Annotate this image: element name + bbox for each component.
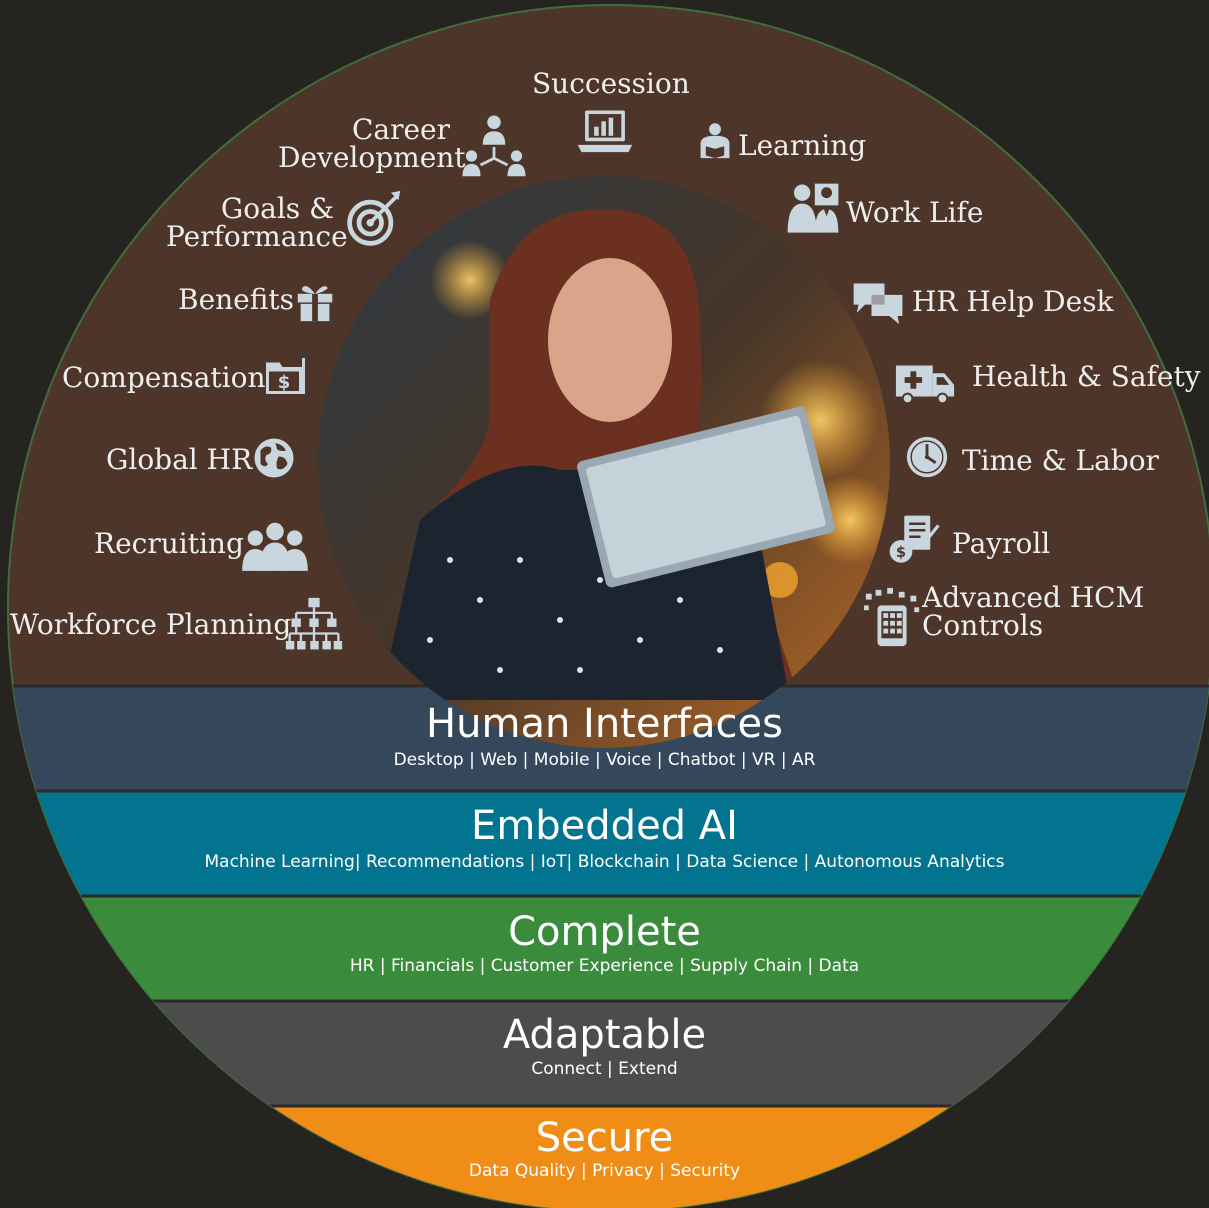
target-icon <box>344 189 404 249</box>
module-label-work-life: Work Life <box>846 199 986 227</box>
module-label-succession: Succession <box>532 67 690 100</box>
module-label-compensation: Compensation <box>62 361 266 394</box>
svg-text:$: $ <box>896 544 906 561</box>
chat-bubbles-icon <box>852 277 904 329</box>
band-title-embedded-ai: Embedded AI <box>471 803 738 849</box>
module-label-benefits: Benefits <box>178 283 295 316</box>
band-title-secure: Secure <box>535 1115 674 1161</box>
module-label-line: Controls <box>922 609 1044 642</box>
photo-woman-with-tablet <box>318 176 890 748</box>
module-label-line: Workforce Planning <box>10 608 292 641</box>
band-subtitle-secure: Data Quality | Privacy | Security <box>468 1161 741 1181</box>
module-label-line: Development <box>278 141 466 174</box>
module-label-line: Benefits <box>178 283 295 316</box>
band-subtitle-complete: HR | Financials | Customer Experience | … <box>349 956 860 976</box>
module-label-recruiting: Recruiting <box>94 527 244 560</box>
module-label-line: Goals & <box>220 192 334 225</box>
module-label-line: HR Help Desk <box>912 285 1114 318</box>
svg-text:$: $ <box>278 372 291 393</box>
laptop-chart-icon <box>576 105 634 163</box>
module-label-line: Health & Safety <box>972 360 1201 393</box>
module-label-workforce: Workforce Planning <box>10 608 292 641</box>
band-title-complete: Complete <box>508 909 701 955</box>
module-label-line: Performance <box>166 220 348 253</box>
module-label-line: Recruiting <box>94 527 244 560</box>
module-label-line: Compensation <box>62 361 266 394</box>
org-people-icon <box>458 111 530 183</box>
hierarchy-icon <box>284 596 344 656</box>
group-icon <box>240 514 310 584</box>
module-label-line: Succession <box>532 67 690 100</box>
module-label-goals: Goals &Performance <box>166 192 348 253</box>
module-label-line: Payroll <box>952 527 1051 560</box>
two-people-icon <box>784 180 842 238</box>
reader-icon <box>694 120 736 162</box>
band-complete <box>8 896 1209 1001</box>
module-label-payroll: Payroll <box>952 530 1062 558</box>
module-label-global-hr: Global HR <box>106 443 253 476</box>
dollar-folder-icon: $ <box>260 352 308 400</box>
module-label-learning: Learning <box>738 132 868 160</box>
band-subtitle-adaptable: Connect | Extend <box>531 1059 678 1079</box>
band-title-adaptable: Adaptable <box>502 1012 707 1058</box>
module-label-line: Learning <box>738 129 867 162</box>
module-label-time: Time & Labor <box>962 444 1159 477</box>
module-label-help-desk: HR Help Desk <box>912 285 1114 318</box>
module-label-health: Health & Safety <box>972 360 1201 393</box>
band-title-human-interfaces: Human Interfaces <box>426 701 783 747</box>
band-subtitle-embedded-ai: Machine Learning| Recommendations | IoT|… <box>204 852 1005 872</box>
module-label-line: Career <box>351 113 450 146</box>
ambulance-icon <box>894 350 956 412</box>
module-label-line: Time & Labor <box>962 444 1159 477</box>
band-embedded-ai <box>8 791 1209 896</box>
phone-grid-icon <box>862 586 924 648</box>
globe-icon <box>250 434 298 482</box>
module-label-line: Work Life <box>846 196 984 229</box>
clock-icon <box>904 434 950 480</box>
module-label-line: Advanced HCM <box>922 581 1145 614</box>
band-subtitle-human-interfaces: Desktop | Web | Mobile | Voice | Chatbot… <box>393 750 816 770</box>
module-label-line: Global HR <box>106 443 253 476</box>
pay-document-icon: $ <box>888 514 940 566</box>
gift-icon <box>292 278 338 324</box>
capability-bands <box>8 684 1209 1208</box>
